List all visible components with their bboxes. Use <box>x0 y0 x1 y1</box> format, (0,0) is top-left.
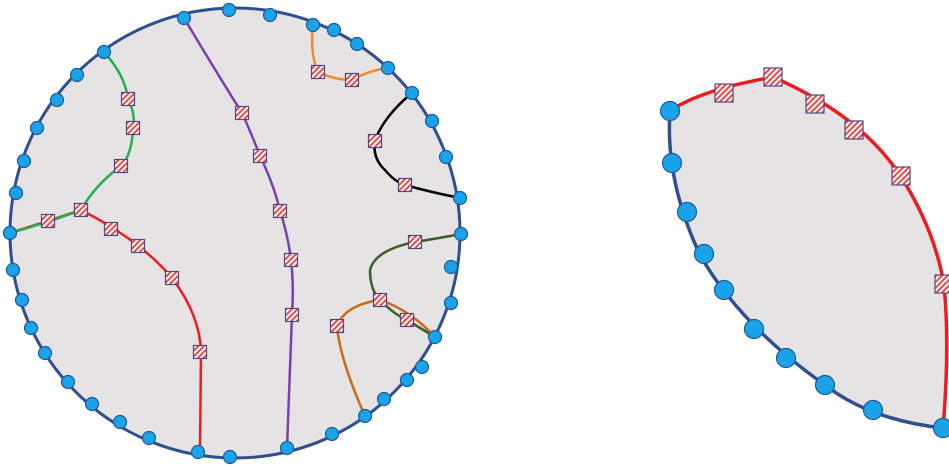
hatched-square-icon <box>329 318 345 334</box>
blue-circle-icon <box>775 347 797 369</box>
blue-circle-icon <box>404 85 420 101</box>
hatched-square-icon <box>891 166 911 186</box>
hatched-square-icon <box>844 120 864 140</box>
blue-circle-icon <box>279 440 295 456</box>
blue-circle-icon <box>190 444 206 460</box>
blue-circle-icon <box>376 391 392 407</box>
right-interior-nodes <box>714 67 949 294</box>
hatched-square-icon <box>113 158 129 174</box>
blue-circle-icon <box>743 318 765 340</box>
blue-circle-icon <box>37 345 53 361</box>
blue-circle-icon <box>659 100 681 122</box>
hatched-square-icon <box>310 64 326 80</box>
left-disk <box>2 2 469 465</box>
blue-circle-icon <box>324 426 340 442</box>
blue-circle-icon <box>427 329 443 345</box>
left-interior-nodes <box>40 64 423 360</box>
hatched-square-icon <box>714 83 734 103</box>
blue-circle-icon <box>862 399 884 421</box>
blue-circle-icon <box>176 10 192 26</box>
hatched-square-icon <box>399 312 415 328</box>
right-lens <box>659 67 949 439</box>
right-lens-region <box>669 77 947 428</box>
blue-circle-icon <box>8 185 24 201</box>
hatched-square-icon <box>103 221 119 237</box>
blue-circle-icon <box>414 359 430 375</box>
darkgreen-curve <box>368 232 462 339</box>
hatched-square-icon <box>252 148 268 164</box>
blue-circle-icon <box>399 372 415 388</box>
blue-circle-icon <box>112 414 128 430</box>
blue-circle-icon <box>29 120 45 136</box>
blue-circle-icon <box>141 430 157 446</box>
blue-circle-icon <box>349 36 365 52</box>
blue-circle-icon <box>49 92 65 108</box>
blue-circle-icon <box>661 152 683 174</box>
hatched-square-icon <box>40 213 56 229</box>
hatched-square-icon <box>344 72 360 88</box>
hatched-square-icon <box>805 94 825 114</box>
hatched-square-icon <box>283 252 299 268</box>
blue-circle-icon <box>424 113 440 129</box>
blue-circle-icon <box>262 7 278 23</box>
blue-circle-icon <box>676 201 698 223</box>
hatched-square-icon <box>130 238 146 254</box>
blue-circle-icon <box>814 374 836 396</box>
hatched-square-icon <box>407 234 423 250</box>
blue-circle-icon <box>5 262 21 278</box>
blue-circle-icon <box>932 417 949 439</box>
blue-circle-icon <box>452 190 468 206</box>
hatched-square-icon <box>372 292 388 308</box>
blue-circle-icon <box>453 226 469 242</box>
blue-circle-icon <box>326 22 342 38</box>
blue-circle-icon <box>357 408 373 424</box>
blue-circle-icon <box>69 67 85 83</box>
blue-circle-icon <box>23 320 39 336</box>
right-boundary-nodes <box>659 100 949 439</box>
hatched-square-icon <box>234 105 250 121</box>
blue-circle-icon <box>221 2 237 18</box>
hatched-square-icon <box>397 177 413 193</box>
blue-circle-icon <box>84 396 100 412</box>
hatched-square-icon <box>763 67 783 87</box>
blue-circle-icon <box>693 243 715 265</box>
blue-circle-icon <box>16 153 32 169</box>
left-boundary-nodes <box>2 2 469 465</box>
hatched-square-icon <box>272 203 288 219</box>
hatched-square-icon <box>125 120 141 136</box>
hatched-square-icon <box>934 274 949 294</box>
blue-circle-icon <box>380 60 396 76</box>
hatched-square-icon <box>73 202 89 218</box>
blue-circle-icon <box>222 449 238 465</box>
orange-curve-top <box>310 24 389 82</box>
blue-circle-icon <box>438 149 454 165</box>
blue-circle-icon <box>443 295 459 311</box>
blue-circle-icon <box>96 44 112 60</box>
blue-circle-icon <box>305 17 321 33</box>
blue-circle-icon <box>60 374 76 390</box>
hatched-square-icon <box>164 270 180 286</box>
hatched-square-icon <box>284 307 300 323</box>
blue-circle-icon <box>14 292 30 308</box>
black-curve <box>373 92 461 200</box>
blue-circle-icon <box>2 225 18 241</box>
blue-circle-icon <box>713 279 735 301</box>
hatched-square-icon <box>367 133 383 149</box>
hatched-square-icon <box>120 91 136 107</box>
hatched-square-icon <box>192 344 208 360</box>
blue-circle-icon <box>443 259 459 275</box>
